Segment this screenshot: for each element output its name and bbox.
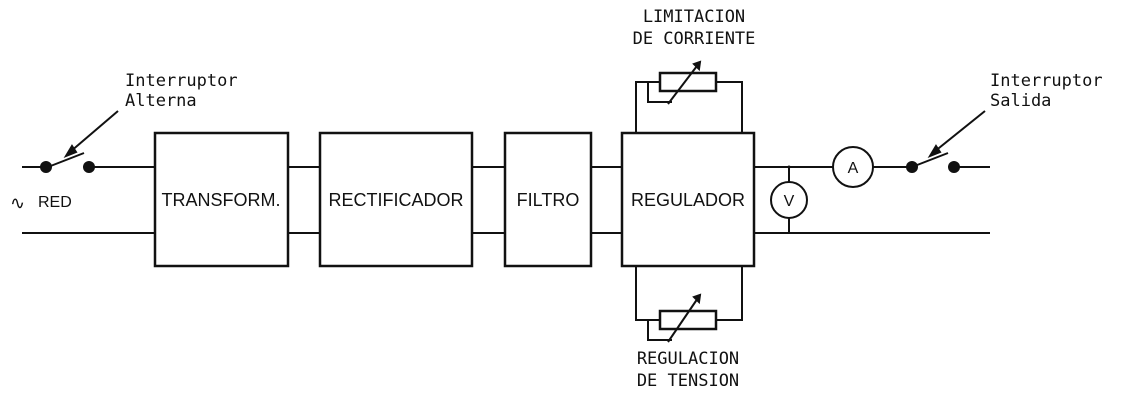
- regulator-block: [620, 131, 756, 268]
- current-limit-wiper: [647, 82, 672, 103]
- current-limit-arrow: [667, 61, 701, 105]
- current-limit-loop-right: [716, 81, 743, 133]
- ac-source-symbol: ∿: [10, 193, 25, 213]
- current-limit-label-line2: DE CORRIENTE: [633, 29, 756, 49]
- filter-label: FILTRO: [517, 190, 580, 210]
- voltmeter-label: V: [784, 193, 795, 210]
- transformer-block: [153, 131, 290, 268]
- input-switch-pointer-head: [63, 144, 78, 159]
- input-switch-label-line2: Alterna: [125, 91, 197, 111]
- filter-block: [503, 131, 593, 268]
- input-switch-label-line1: Interruptor: [125, 71, 238, 91]
- transformer-label: TRANSFORM.: [162, 190, 281, 210]
- rectifier-block: [318, 131, 474, 268]
- current-limit-loop: [635, 81, 660, 133]
- voltage-reg-wiper: [647, 320, 672, 341]
- voltage-reg-loop-right: [716, 266, 743, 321]
- output-switch-contact-left: [906, 161, 918, 173]
- voltage-reg-arrowhead: [692, 293, 702, 305]
- voltage-reg-loop: [635, 266, 660, 321]
- voltage-reg-arrow: [667, 294, 701, 343]
- input-switch-contact-right: [83, 161, 95, 173]
- current-limit-resistor: [658, 71, 718, 93]
- output-switch-label-line2: Salida: [990, 91, 1051, 111]
- input-switch-pointer: [69, 110, 119, 153]
- output-switch-label-line1: Interruptor: [990, 71, 1103, 91]
- ammeter-label: A: [848, 160, 859, 177]
- voltmeter-junction-top: [787, 165, 791, 169]
- ammeter-circle: [832, 146, 874, 188]
- voltage-reg-label-line1: REGULACION: [637, 349, 739, 369]
- voltmeter-circle: [770, 181, 808, 219]
- output-switch-blade: [911, 152, 949, 168]
- regulator-label: REGULADOR: [631, 190, 745, 210]
- current-limit-label-line1: LIMITACION: [643, 7, 745, 27]
- output-switch-pointer-head: [927, 144, 942, 159]
- output-switch-pointer: [933, 110, 986, 153]
- rectifier-label: RECTIFICADOR: [329, 190, 464, 210]
- current-limit-arrowhead: [692, 60, 702, 72]
- input-switch-contact-left: [40, 161, 52, 173]
- voltage-reg-label-line2: DE TENSION: [637, 371, 739, 391]
- input-switch-blade: [47, 152, 85, 168]
- source-label: RED: [38, 194, 72, 211]
- output-switch-contact-right: [948, 161, 960, 173]
